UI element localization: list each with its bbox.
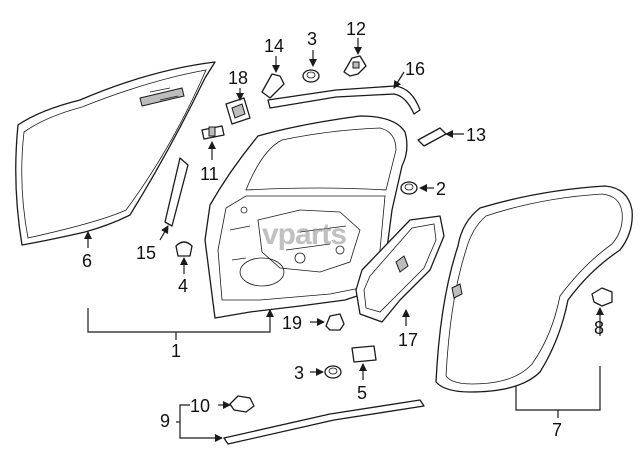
callout-3-top: 3 (307, 29, 317, 49)
watermark-logo: vparts (262, 218, 346, 251)
callout-17: 17 (398, 330, 418, 350)
nut-3-top (302, 69, 320, 83)
callout-19: 19 (282, 313, 302, 333)
door-outer-panel (15, 61, 216, 246)
callout-5: 5 (357, 383, 367, 403)
callout-14: 14 (264, 36, 284, 56)
grommet-4 (175, 241, 193, 257)
callout-18: 18 (228, 68, 248, 88)
clip-8 (591, 287, 613, 307)
door-shell (204, 115, 408, 319)
callout-3-bottom: 3 (294, 363, 304, 383)
callout-15: 15 (136, 243, 156, 263)
clip-13 (417, 127, 447, 147)
belt-molding (267, 85, 421, 115)
clip-19 (325, 313, 345, 331)
callout-1: 1 (171, 341, 181, 361)
lower-weatherstrip (223, 399, 425, 445)
leader-lines (84, 38, 604, 442)
callout-6: 6 (82, 251, 92, 271)
callout-9: 9 (160, 411, 170, 431)
callout-11: 11 (200, 164, 219, 184)
bracket-18 (225, 97, 251, 125)
door-weatherstrip (435, 185, 633, 393)
callout-4: 4 (178, 276, 188, 296)
pad-5 (351, 345, 377, 363)
service-cover (355, 215, 445, 323)
callout-8: 8 (594, 318, 604, 338)
nut-3-bottom (324, 365, 342, 379)
clip-14 (261, 73, 285, 99)
clip-11 (201, 125, 225, 140)
nut-2 (400, 181, 418, 195)
callout-13: 13 (466, 125, 486, 145)
callout-16: 16 (405, 59, 425, 79)
callout-labels: 1 2 3 3 4 5 6 7 8 9 10 11 12 13 14 15 16… (82, 19, 604, 440)
callout-10: 10 (190, 396, 210, 416)
clip-10 (229, 395, 255, 413)
callout-2: 2 (436, 179, 446, 199)
callout-12: 12 (346, 19, 366, 39)
clip-12 (343, 55, 367, 77)
callout-7: 7 (552, 420, 562, 440)
pillar-garnish (164, 157, 189, 227)
